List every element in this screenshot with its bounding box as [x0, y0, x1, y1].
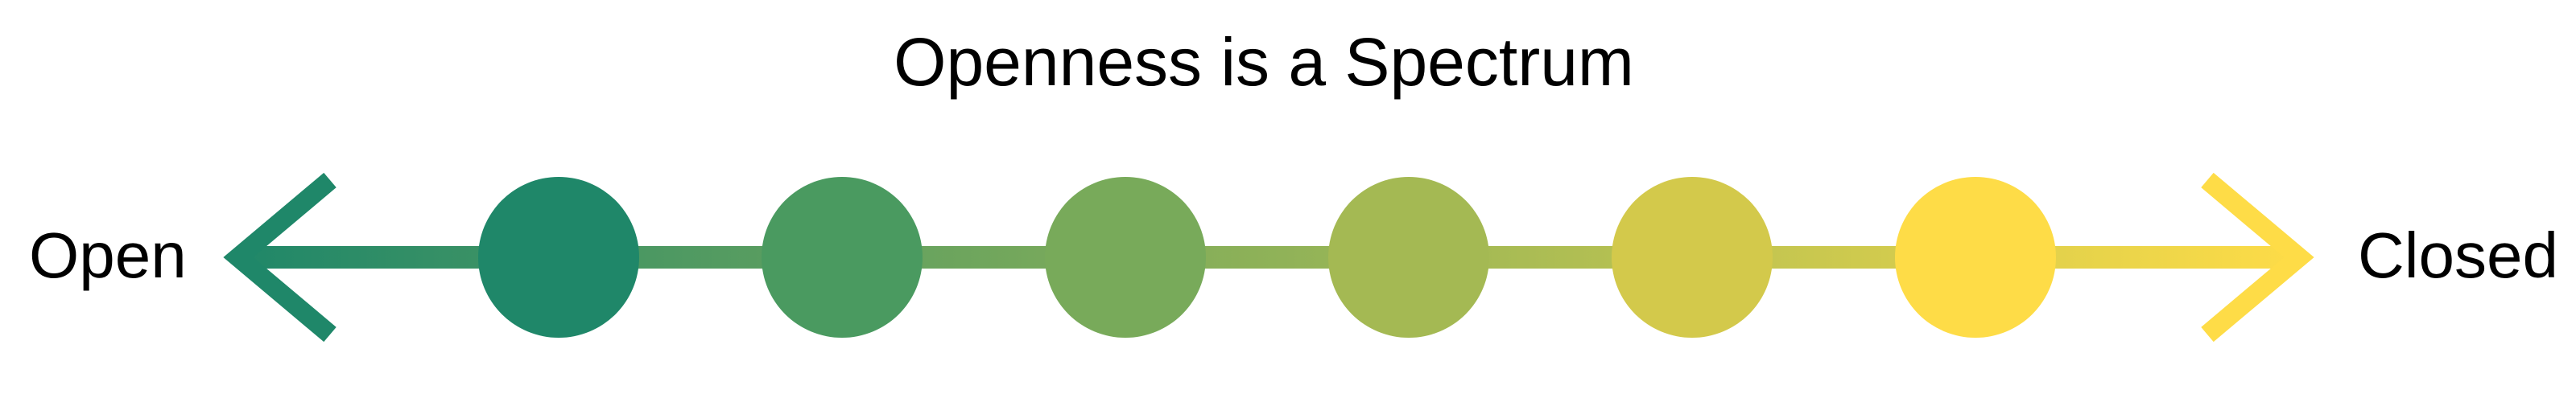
arrow-left-icon: [223, 172, 336, 343]
spectrum-node-3: [1045, 177, 1206, 338]
spectrum-nodes: [478, 177, 2056, 338]
open-label: Open: [29, 220, 187, 291]
spectrum-node-5: [1612, 177, 1773, 338]
diagram-title: Openness is a Spectrum: [894, 24, 1634, 100]
spectrum-node-2: [762, 177, 923, 338]
spectrum-node-6: [1895, 177, 2056, 338]
arrow-right-icon: [2201, 172, 2314, 343]
closed-label: Closed: [2358, 220, 2558, 291]
spectrum-node-1: [478, 177, 639, 338]
spectrum-node-4: [1328, 177, 1489, 338]
